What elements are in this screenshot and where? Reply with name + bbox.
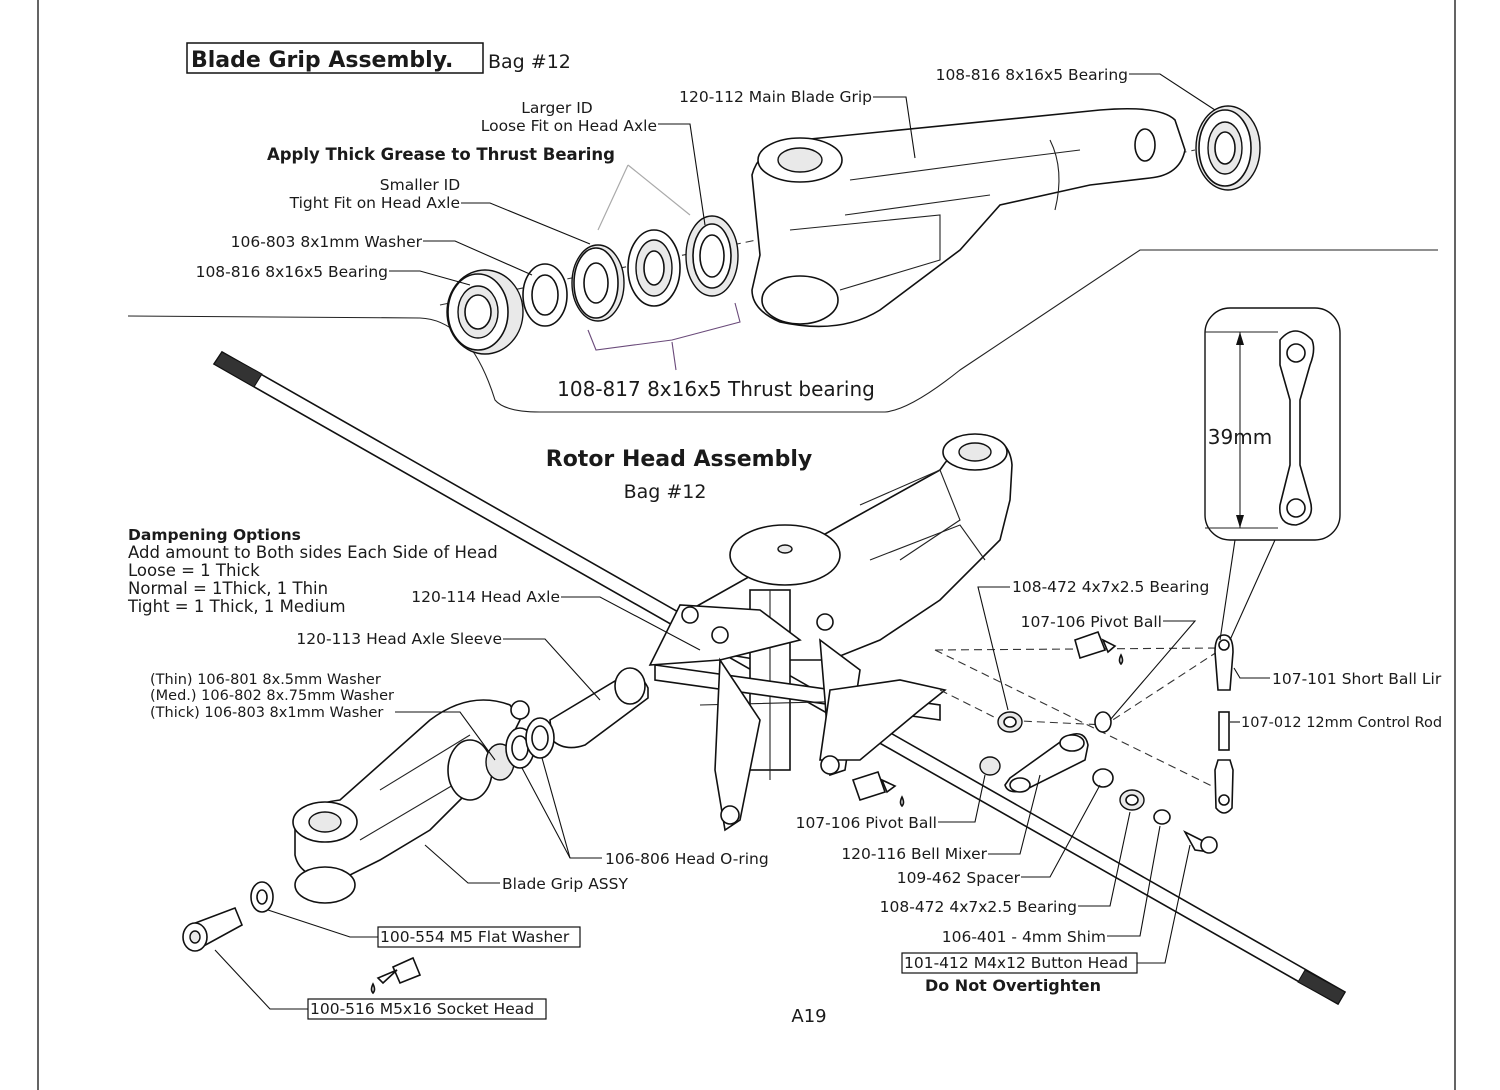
grease-pointer-1 [597,164,629,231]
rotor-head-title: Rotor Head Assembly [546,447,812,472]
grease-pointer-2 [627,164,691,216]
rotor-head-hub [648,433,1013,832]
bell-mixer-label: 120-116 Bell Mixer [841,845,987,863]
head-axle-sleeve [549,667,649,749]
leader-head-axle-sleeve [503,638,601,701]
leader-short-ball-link [1233,667,1270,679]
shim-label: 106-401 - 4mm Shim [942,928,1106,946]
leader-bearing-top [1129,73,1216,111]
pivot-ball-top-label: 107-106 Pivot Ball [1021,613,1162,631]
blade-grip-bag: Bag #12 [488,51,571,73]
socket-head-bolt [182,906,244,952]
leader-o-ring-2 [541,757,571,859]
blade-grip-assy-left [292,699,530,904]
leader-bearing-left [389,270,471,286]
control-rod-label: 107-012 12mm Control Rod [1241,715,1442,731]
leader-socket-head [214,949,308,1010]
head-axle-sleeve-label: 120-113 Head Axle Sleeve [296,630,502,648]
dampening-line-3: Normal = 1Thick, 1 Thin [128,579,328,598]
washer-label: 106-803 8x1mm Washer [231,233,423,251]
leader-bearing-472-bottom [1078,811,1131,907]
leader-o-ring-1 [521,767,602,859]
leader-bell-mixer [988,774,1041,855]
leader-blade-grip-assy [424,844,500,884]
leader-head-axle [561,596,701,651]
thrust-bearing-label: 108-817 8x16x5 Thrust bearing [557,377,875,401]
washer-thin-label: (Thin) 106-801 8x.5mm Washer [150,672,381,688]
bell-mixer-parts [979,711,1218,854]
main-blade-grip-label: 120-112 Main Blade Grip [679,88,872,106]
control-rod-assembly [1214,634,1234,814]
leader-button-head [1137,844,1191,964]
dampening-line-4: Tight = 1 Thick, 1 Medium [127,597,346,616]
head-o-rings [505,717,555,769]
dash-line-3 [939,649,1221,726]
head-axle-label: 120-114 Head Axle [411,588,560,606]
dampening-line-2: Loose = 1 Thick [128,561,260,580]
link-dimension-callout [1204,307,1341,641]
leader-bearing-472-top [977,586,1010,711]
dampening-title: Dampening Options [128,526,301,544]
dampening-line-1: Add amount to Both sides Each Side of He… [128,543,498,562]
o-ring-label: 106-806 Head O-ring [605,850,769,868]
leader-pivot-ball-bottom [938,774,986,823]
grease-note: Apply Thick Grease to Thrust Bearing [267,145,615,164]
bearing-top-right [1195,105,1261,191]
bearing-472-top-label: 108-472 4x7x2.5 Bearing [1012,578,1209,596]
tight-fit-label: Tight Fit on Head Axle [289,194,460,212]
dimension-label: 39mm [1208,425,1272,449]
leader-shim [1107,825,1161,937]
leader-larger-id [658,123,706,226]
spacer-label: 109-462 Spacer [897,869,1021,887]
main-blade-grip [751,107,1186,328]
bearing-left [446,269,524,355]
title-box [186,42,484,74]
bearing-top-label: 108-816 8x16x5 Bearing [936,66,1128,84]
dash-line-1 [934,649,1221,791]
washer-106-803 [522,263,568,327]
blade-grip-title: Blade Grip Assembly. [191,48,453,73]
leader-washer [423,240,533,276]
page-number: A19 [791,1006,826,1027]
thrust-bearing [571,215,739,322]
glue-bottle-left [370,956,422,995]
leader-spacer [1021,784,1101,878]
thrust-bracket-stem [671,341,677,371]
glue-bottle-bottom [851,771,905,808]
washer-thick-label: (Thick) 106-803 8x1mm Washer [150,705,383,721]
pivot-ball-bottom-label: 107-106 Pivot Ball [796,814,937,832]
leader-smaller-id [461,202,591,245]
leader-main-blade-grip [873,96,916,159]
overtighten-note: Do Not Overtighten [925,976,1101,995]
smaller-id-label: Smaller ID [380,176,460,194]
rotor-head-bag: Bag #12 [624,481,707,503]
button-head-label: 101-412 M4x12 Button Head [904,954,1128,972]
blade-grip-assy-label: Blade Grip ASSY [502,875,628,893]
socket-head-label: 100-516 M5x16 Socket Head [310,1000,534,1018]
loose-fit-label: Loose Fit on Head Axle [481,117,657,135]
dash-line-2 [934,647,1221,651]
leader-washers [395,711,496,761]
bearing-left-label: 108-816 8x16x5 Bearing [196,263,388,281]
flat-washer-m5 [250,881,274,913]
bearing-472-bottom-label: 108-472 4x7x2.5 Bearing [880,898,1077,916]
short-ball-link-label: 107-101 Short Ball Lir [1272,670,1442,688]
larger-id-label: Larger ID [521,99,592,117]
washer-med-label: (Med.) 106-802 8x.75mm Washer [150,688,394,704]
leader-pivot-ball-top [1109,620,1197,721]
thrust-bracket [587,302,741,351]
flat-washer-label: 100-554 M5 Flat Washer [380,928,570,946]
leader-flat-washer [267,909,378,938]
glue-bottle-top [1074,630,1124,666]
